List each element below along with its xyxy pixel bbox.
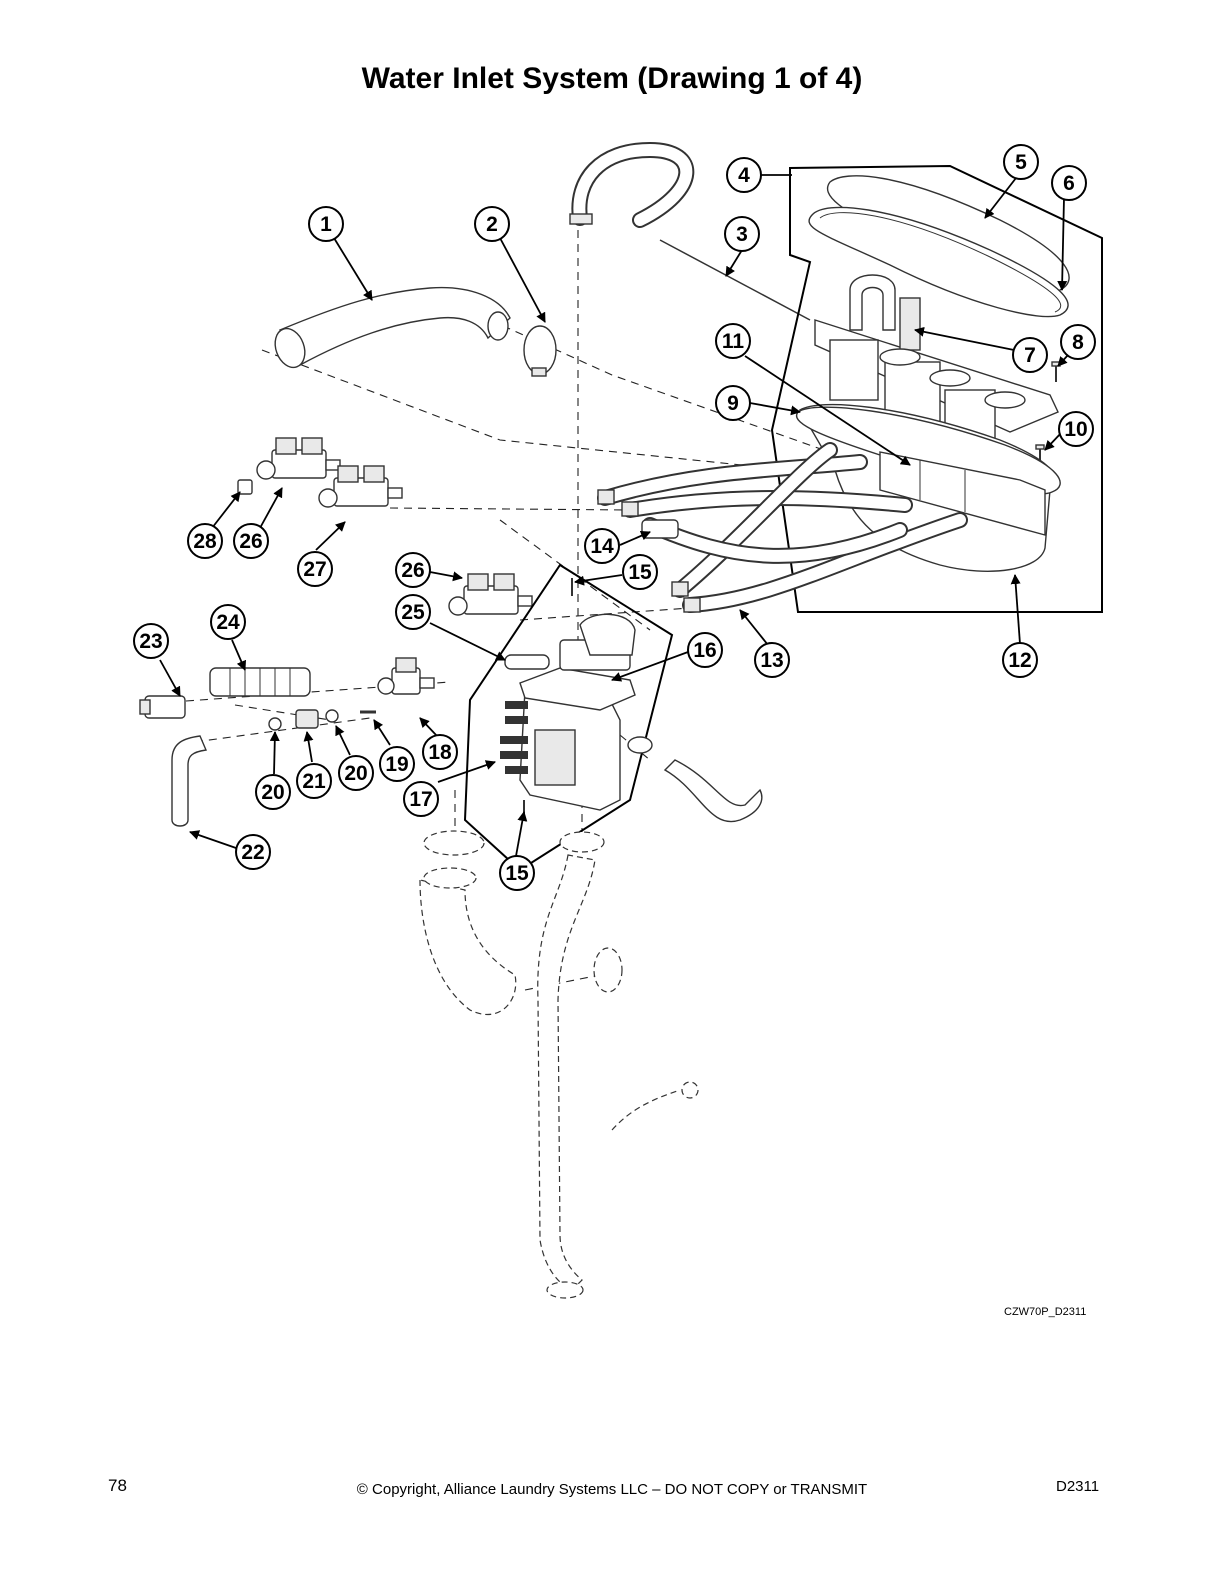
part-26-inlet-valve-lower xyxy=(448,573,533,616)
svg-text:4: 4 xyxy=(738,164,750,187)
callout-24: 24 xyxy=(210,604,246,640)
part-27-inlet-valve xyxy=(318,465,403,508)
part-17-mixing-block xyxy=(500,689,621,811)
svg-text:20: 20 xyxy=(261,781,284,804)
callout-25: 25 xyxy=(395,594,431,630)
part-23-adapter xyxy=(139,695,186,719)
svg-text:26: 26 xyxy=(239,530,262,553)
callout-19: 19 xyxy=(379,746,415,782)
document-id: D2311 xyxy=(1056,1478,1100,1495)
callout-15: 15 xyxy=(622,554,658,590)
part-26-inlet-valve xyxy=(256,437,341,480)
callout-7: 7 xyxy=(1012,337,1048,373)
callout-26-lower: 26 xyxy=(395,552,431,588)
callout-13: 13 xyxy=(754,642,790,678)
callout-16: 16 xyxy=(687,632,723,668)
outlet-hose-solid xyxy=(627,736,763,823)
part-13-hose-harness xyxy=(597,442,968,613)
svg-text:10: 10 xyxy=(1064,418,1087,441)
callout-8: 8 xyxy=(1060,324,1096,360)
part-25-block-top xyxy=(504,613,636,671)
part-28-fitting xyxy=(237,479,253,495)
callout-1: 1 xyxy=(308,206,344,242)
part-14-clip xyxy=(641,519,679,539)
svg-text:2: 2 xyxy=(486,213,498,236)
vent-hose xyxy=(569,141,695,228)
svg-text:22: 22 xyxy=(241,841,264,864)
part-3-rod xyxy=(659,239,811,321)
svg-text:18: 18 xyxy=(428,741,452,764)
svg-text:6: 6 xyxy=(1063,172,1075,195)
part-7-dispenser-cup xyxy=(814,274,1059,441)
outlet-hose-dashed xyxy=(419,830,699,1299)
page-number: 78 xyxy=(108,1476,127,1495)
callout-20-right: 20 xyxy=(338,755,374,791)
part-22-hose xyxy=(171,735,208,827)
part-18-inlet-valve xyxy=(377,657,435,695)
copyright-notice: © Copyright, Alliance Laundry Systems LL… xyxy=(356,1481,868,1498)
part-11-tray xyxy=(879,451,1046,536)
svg-text:8: 8 xyxy=(1072,331,1084,354)
svg-text:25: 25 xyxy=(401,601,425,624)
callout-6: 6 xyxy=(1051,165,1087,201)
svg-text:24: 24 xyxy=(216,611,240,634)
drawing-code: CZW70P_D2311 xyxy=(1004,1306,1087,1318)
callout-21: 21 xyxy=(296,763,332,799)
callout-26-upper: 26 xyxy=(233,523,269,559)
svg-text:17: 17 xyxy=(409,788,432,811)
svg-text:23: 23 xyxy=(139,630,162,653)
svg-text:9: 9 xyxy=(727,392,739,415)
callout-4: 4 xyxy=(726,157,762,193)
part-20-washer-2 xyxy=(325,709,339,723)
part-20-washer xyxy=(268,717,282,731)
assembly-4-frame xyxy=(770,164,1103,613)
callout-12: 12 xyxy=(1002,642,1038,678)
svg-text:14: 14 xyxy=(590,535,614,558)
part-1-inlet-elbow xyxy=(274,286,511,369)
svg-text:13: 13 xyxy=(760,649,783,672)
callout-3: 3 xyxy=(724,216,760,252)
part-24-hose-fitting xyxy=(209,667,311,697)
callout-11: 11 xyxy=(715,323,751,359)
svg-text:27: 27 xyxy=(303,558,326,581)
callout-9: 9 xyxy=(715,385,751,421)
svg-text:11: 11 xyxy=(722,330,745,353)
callout-17: 17 xyxy=(403,781,439,817)
callout-18: 18 xyxy=(422,734,458,770)
callout-22: 22 xyxy=(235,834,271,870)
callout-5: 5 xyxy=(1003,144,1039,180)
svg-text:15: 15 xyxy=(628,561,652,584)
callout-14: 14 xyxy=(584,528,620,564)
callout-23: 23 xyxy=(133,623,169,659)
part-6-gasket xyxy=(808,206,1069,318)
part-9-seal xyxy=(795,406,1061,495)
callout-10: 10 xyxy=(1058,411,1094,447)
callout-28: 28 xyxy=(187,523,223,559)
svg-text:12: 12 xyxy=(1008,649,1031,672)
svg-text:7: 7 xyxy=(1024,344,1036,367)
callout-2: 2 xyxy=(474,206,510,242)
svg-text:28: 28 xyxy=(193,530,217,553)
page-title: Water Inlet System (Drawing 1 of 4) xyxy=(361,62,863,95)
svg-text:19: 19 xyxy=(385,753,408,776)
svg-text:1: 1 xyxy=(320,213,332,236)
svg-text:15: 15 xyxy=(505,862,529,885)
svg-text:16: 16 xyxy=(693,639,716,662)
svg-text:5: 5 xyxy=(1015,151,1027,174)
callout-27: 27 xyxy=(297,551,333,587)
callout-20-left: 20 xyxy=(255,774,291,810)
svg-text:3: 3 xyxy=(736,223,748,246)
svg-text:26: 26 xyxy=(401,559,424,582)
callout-15-lower: 15 xyxy=(499,855,535,891)
leader-lines xyxy=(159,174,1069,857)
svg-text:20: 20 xyxy=(344,762,367,785)
svg-text:21: 21 xyxy=(302,770,326,793)
part-21-fitting xyxy=(295,709,319,729)
part-2-hose-clamp xyxy=(523,325,557,377)
